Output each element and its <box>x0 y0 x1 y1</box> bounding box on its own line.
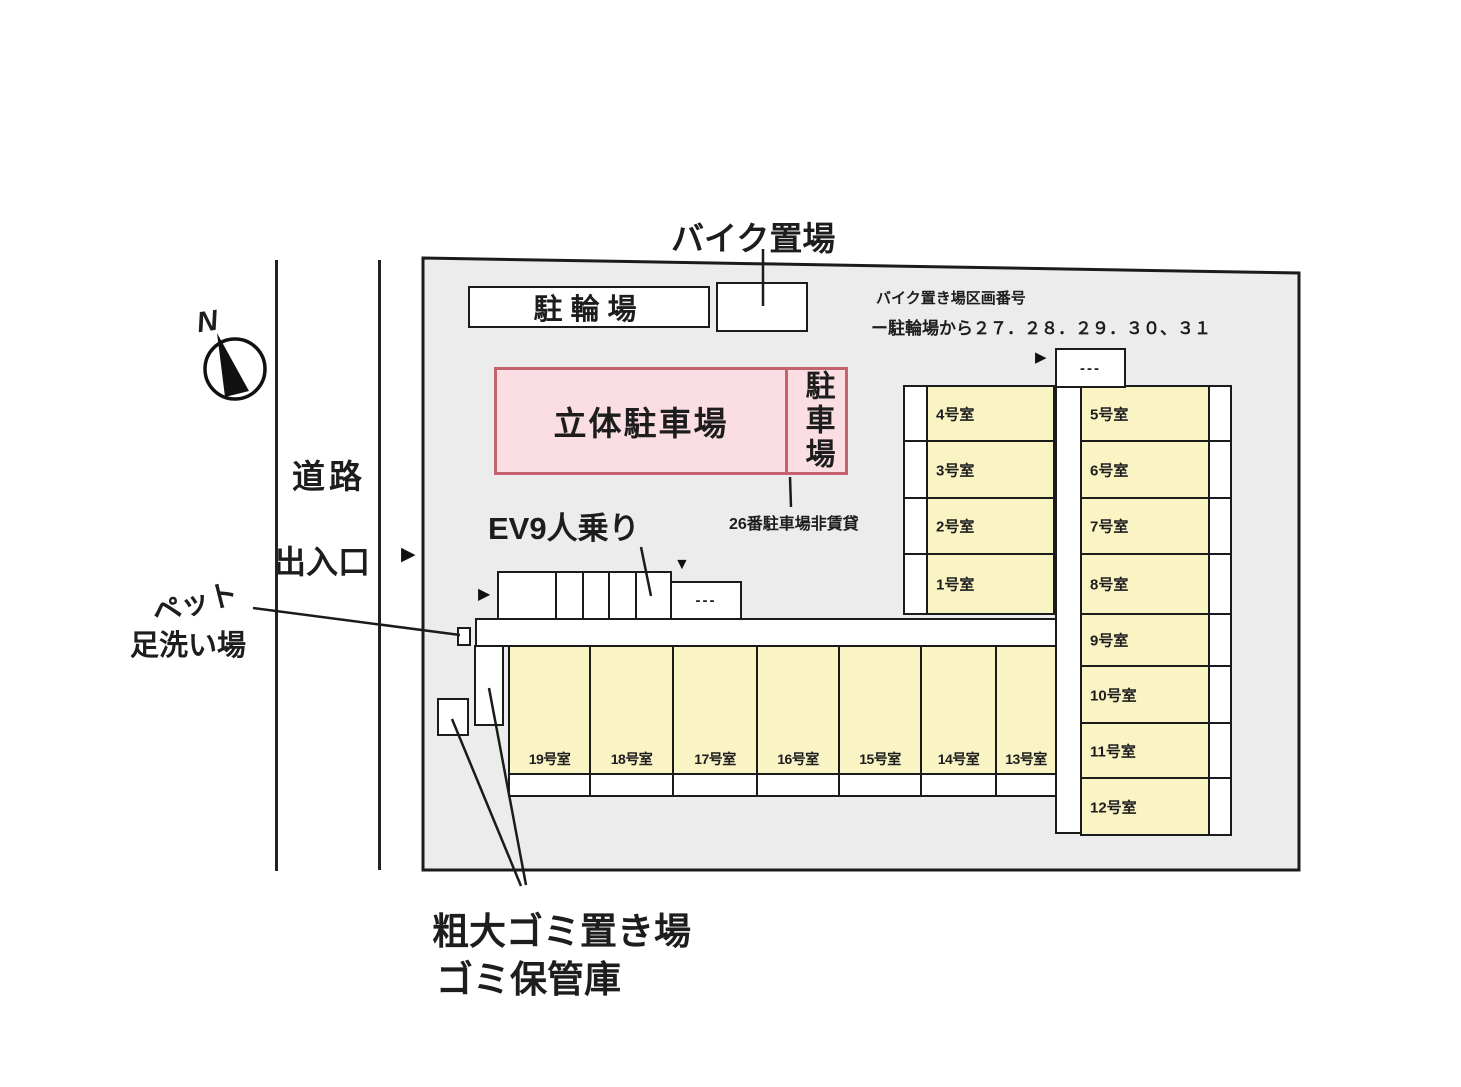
room-label: 4号室 <box>936 406 975 423</box>
bicycle-parking-label: 駐輪場 <box>533 294 645 326</box>
bike-storage-box <box>716 282 808 332</box>
road-line-left <box>275 260 278 871</box>
room-cell: 17号室 <box>672 645 758 775</box>
room-cell: 11号室 <box>1080 722 1210 779</box>
room-cell: 2号室 <box>926 497 1055 555</box>
bulky-garbage-box <box>437 698 469 736</box>
balcony-cell <box>903 385 928 442</box>
room-label: 10号室 <box>1090 687 1137 704</box>
room-label: 1号室 <box>936 576 975 594</box>
balcony-cell <box>1208 777 1232 836</box>
ev-box-3 <box>582 571 610 620</box>
room-label: 6号室 <box>1090 462 1129 479</box>
bicycle-parking-box: 駐輪場 <box>468 286 710 328</box>
road-line-right <box>378 260 381 870</box>
room-label: 7号室 <box>1090 518 1129 536</box>
room-cell: 7号室 <box>1080 497 1210 555</box>
elevator-box <box>635 571 672 620</box>
balcony-cell <box>1208 440 1232 499</box>
room-label: 19号室 <box>528 751 571 767</box>
room-label: 2号室 <box>936 518 975 536</box>
balcony-cell <box>903 497 928 555</box>
balcony-cell <box>672 773 758 797</box>
balcony-cell <box>756 773 840 797</box>
ev-row-arrow-right-icon: ▶ <box>478 586 491 603</box>
balcony-cell <box>1208 553 1232 615</box>
pet-wash-label-line2: 足洗い場 <box>130 630 247 662</box>
road-label: 道路 <box>292 458 366 495</box>
ev-box-2 <box>555 571 584 620</box>
room-label: 13号室 <box>1005 751 1047 767</box>
room-cell: 4号室 <box>926 385 1055 442</box>
parking-side-section: 駐車場 <box>785 370 845 472</box>
balcony-cell <box>589 773 674 797</box>
room-cell: 6号室 <box>1080 440 1210 499</box>
dash-box-ev: --- <box>670 581 742 620</box>
garbage-storage-box <box>474 645 504 726</box>
room-label: 12号室 <box>1090 799 1137 816</box>
room-cell: 15号室 <box>838 645 922 775</box>
balcony-cell <box>1208 665 1232 724</box>
room-cell: 16号室 <box>756 645 840 775</box>
garbage-label-line1: 粗大ゴミ置き場 <box>432 911 691 952</box>
room-cell: 9号室 <box>1080 613 1210 667</box>
entrance-arrow-icon: ▶ <box>401 544 416 565</box>
room-label: 14号室 <box>937 751 980 767</box>
room-label: 3号室 <box>936 462 975 479</box>
dash-box-top-label: --- <box>1080 359 1101 377</box>
balcony-cell <box>838 773 922 797</box>
room-cell: 3号室 <box>926 440 1055 499</box>
room-cell: 18号室 <box>589 645 674 775</box>
room-cell: 19号室 <box>508 645 591 775</box>
room-label: 11号室 <box>1090 743 1136 760</box>
ev-row-arrow-down-icon: ▼ <box>674 556 690 573</box>
room-cell: 1号室 <box>926 553 1055 615</box>
compass-icon <box>203 333 267 401</box>
multistory-parking-inner: 立体駐車場 <box>497 370 785 472</box>
bike-section-note-line2: ー駐輪場から２７．２８．２９．３０、３１ <box>871 319 1211 338</box>
elevator-label: EV9人乗り <box>488 511 640 546</box>
balcony-cell <box>1208 722 1232 779</box>
room-label: 9号室 <box>1090 632 1129 650</box>
room-cell: 14号室 <box>920 645 997 775</box>
balcony-cell <box>903 553 928 615</box>
room-label: 15号室 <box>859 751 901 767</box>
parking-side-label: 駐車場 <box>800 370 834 472</box>
balcony-cell <box>1208 385 1232 442</box>
balcony-cell <box>1208 497 1232 555</box>
room-label: 5号室 <box>1090 406 1129 423</box>
balcony-cell <box>995 773 1057 797</box>
dash-box-ev-label: --- <box>695 592 717 609</box>
room-label: 16号室 <box>777 751 819 767</box>
bike-section-note-line1: バイク置き場区画番号 <box>876 290 1026 307</box>
room-cell: 13号室 <box>995 645 1057 775</box>
room-cell: 5号室 <box>1080 385 1210 442</box>
ev-box-4 <box>608 571 637 620</box>
entrance-label: 出入口 <box>274 544 371 580</box>
garbage-label-line2: ゴミ保管庫 <box>436 959 621 1000</box>
multistory-parking-box: 立体駐車場 駐車場 <box>494 367 848 475</box>
balcony-cell <box>920 773 997 797</box>
balcony-cell <box>903 440 928 499</box>
room-label: 18号室 <box>610 751 653 767</box>
walkway-arrow-icon: ▶ <box>1035 349 1047 366</box>
room-cell: 12号室 <box>1080 777 1210 836</box>
room-cell: 8号室 <box>1080 553 1210 615</box>
parking-note-label: 26番駐車場非賃貸 <box>729 516 859 533</box>
balcony-cell <box>508 773 591 797</box>
room-cell: 10号室 <box>1080 665 1210 724</box>
bike-storage-label: バイク置場 <box>671 220 836 257</box>
room-label: 8号室 <box>1090 576 1129 594</box>
dash-box-top: --- <box>1055 348 1126 388</box>
ev-box-1 <box>497 571 557 620</box>
multistory-parking-label: 立体駐車場 <box>553 405 729 442</box>
room-label: 17号室 <box>694 751 736 767</box>
pet-wash-box <box>457 627 471 646</box>
balcony-cell <box>1208 613 1232 667</box>
